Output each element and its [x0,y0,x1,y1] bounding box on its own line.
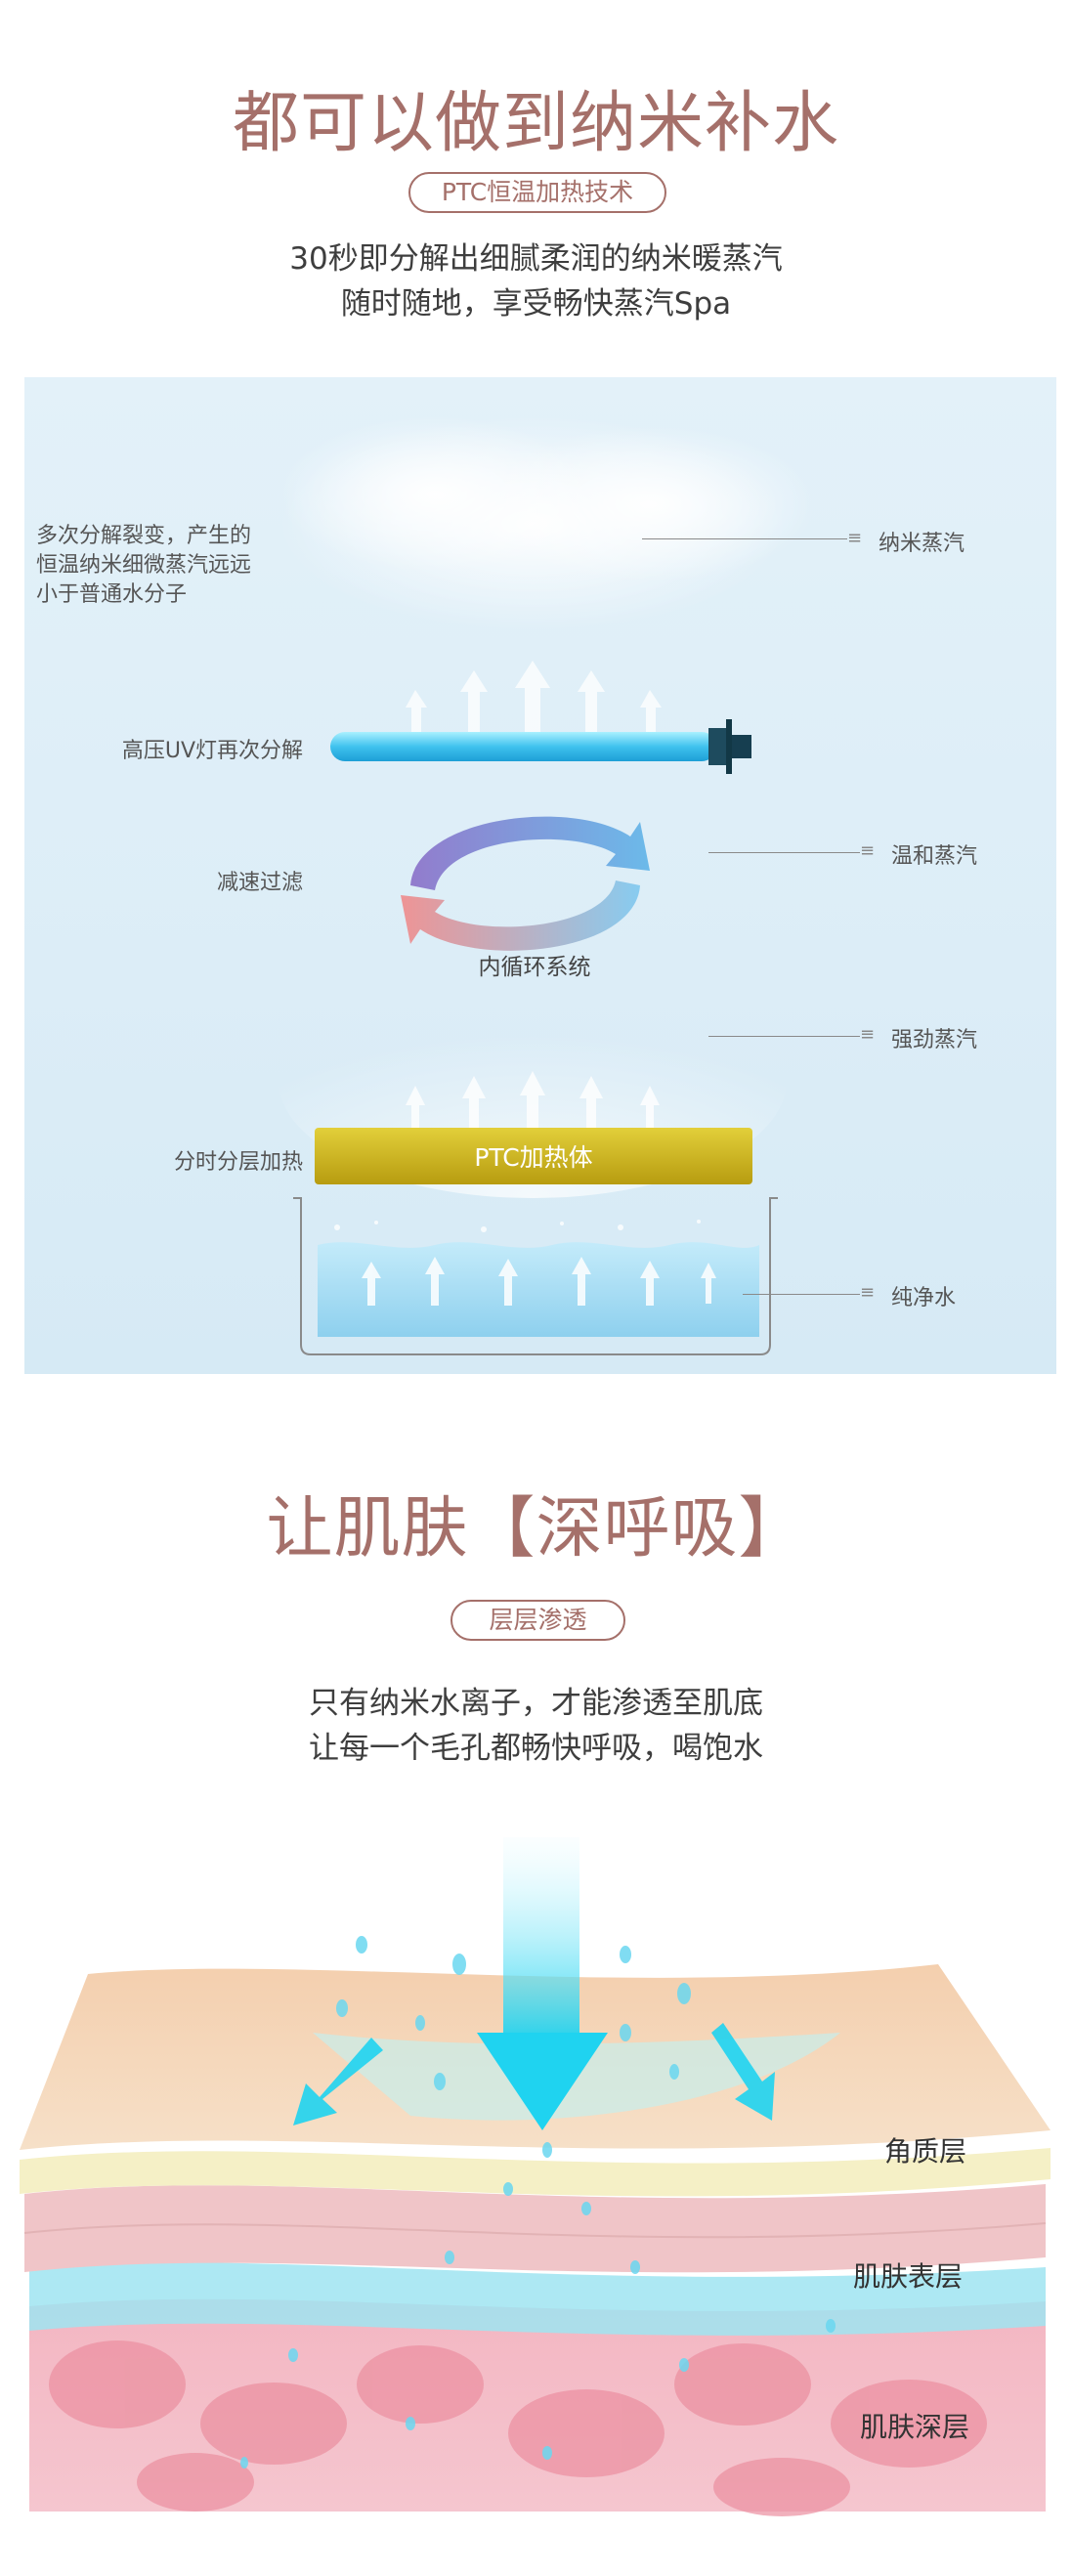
section1-desc-line2: 随时随地，享受畅快蒸汽Spa [340,286,732,322]
section2-desc-line2: 让每一个毛孔都畅快呼吸，喝饱水 [309,1731,763,1766]
section1-tag: PTC恒温加热技术 [408,172,666,213]
section2-desc-line1: 只有纳米水离子，才能渗透至肌底 [309,1686,763,1721]
leader-strong [708,1036,860,1037]
equals-icon: ≡ [860,1282,876,1303]
equals-icon: ≡ [860,840,876,861]
steam-diagram-graphic [279,416,816,1355]
leader-nano [642,538,847,539]
label-layer-heating: 分时分层加热 [173,1150,303,1175]
label-gentle-steam: 温和蒸汽 [891,844,978,869]
skin-layers-illustration: 角质层 肌肤表层 肌肤深层 [0,1837,1072,2521]
label-pure-water: 纯净水 [891,1286,957,1310]
label-multi-split: 多次分解裂变，产生的 恒温纳米细微蒸汽远远 小于普通水分子 [36,524,252,607]
label-uv-lamp: 高压UV灯再次分解 [121,739,303,763]
label-slow-filter: 减速过滤 [216,871,303,895]
label-stratum-corneum: 角质层 [884,2135,967,2168]
section2-title: 让肌肤【深呼吸】 [266,1490,806,1567]
label-strong-steam: 强劲蒸汽 [891,1028,978,1052]
label-inner-circulation: 内循环系统 [478,955,591,980]
leader-water [743,1294,860,1295]
section2-tag: 层层渗透 [450,1600,625,1641]
label-ptc-heater: PTC加热体 [474,1143,593,1172]
section1-desc-line1: 30秒即分解出细腻柔润的纳米暖蒸汽 [289,241,783,277]
label-skin-surface: 肌肤表层 [853,2260,964,2293]
equals-icon: ≡ [860,1024,876,1045]
equals-icon: ≡ [847,528,863,548]
steam-diagram: 多次分解裂变，产生的 恒温纳米细微蒸汽远远 小于普通水分子 高压UV灯再次分解 … [24,377,1056,1374]
leader-gentle [708,852,860,853]
label-skin-deep: 肌肤深层 [860,2411,970,2443]
skin-layers-graphic [20,1837,1051,2516]
section1-title: 都可以做到纳米补水 [232,85,839,162]
label-nano-steam: 纳米蒸汽 [879,532,965,556]
